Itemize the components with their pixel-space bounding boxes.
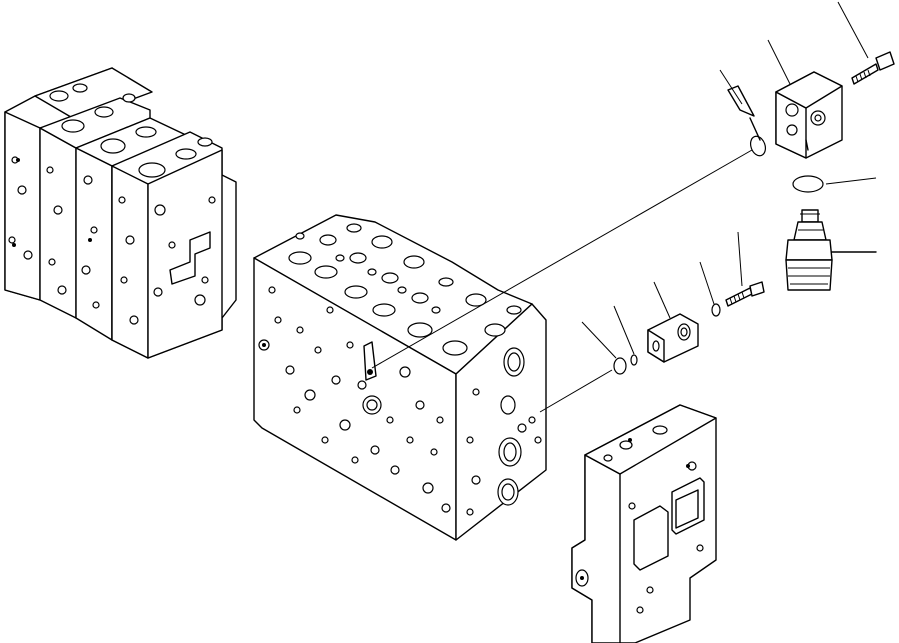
stacked-valve-assembly bbox=[4, 67, 237, 359]
port-o-ring-large bbox=[613, 357, 627, 375]
end-plate bbox=[571, 404, 717, 643]
port-o-ring-small bbox=[630, 354, 638, 366]
housing-o-ring bbox=[792, 175, 824, 193]
small-washer bbox=[711, 303, 721, 317]
relief-valve-cartridge bbox=[785, 209, 877, 291]
relief-valve-housing bbox=[775, 71, 843, 159]
main-valve-block bbox=[253, 214, 547, 541]
housing-bolt bbox=[851, 51, 895, 85]
leader-lines bbox=[371, 1, 877, 413]
small-bolt bbox=[725, 281, 765, 307]
small-housing bbox=[647, 313, 699, 363]
cartridge-o-ring bbox=[727, 85, 767, 157]
